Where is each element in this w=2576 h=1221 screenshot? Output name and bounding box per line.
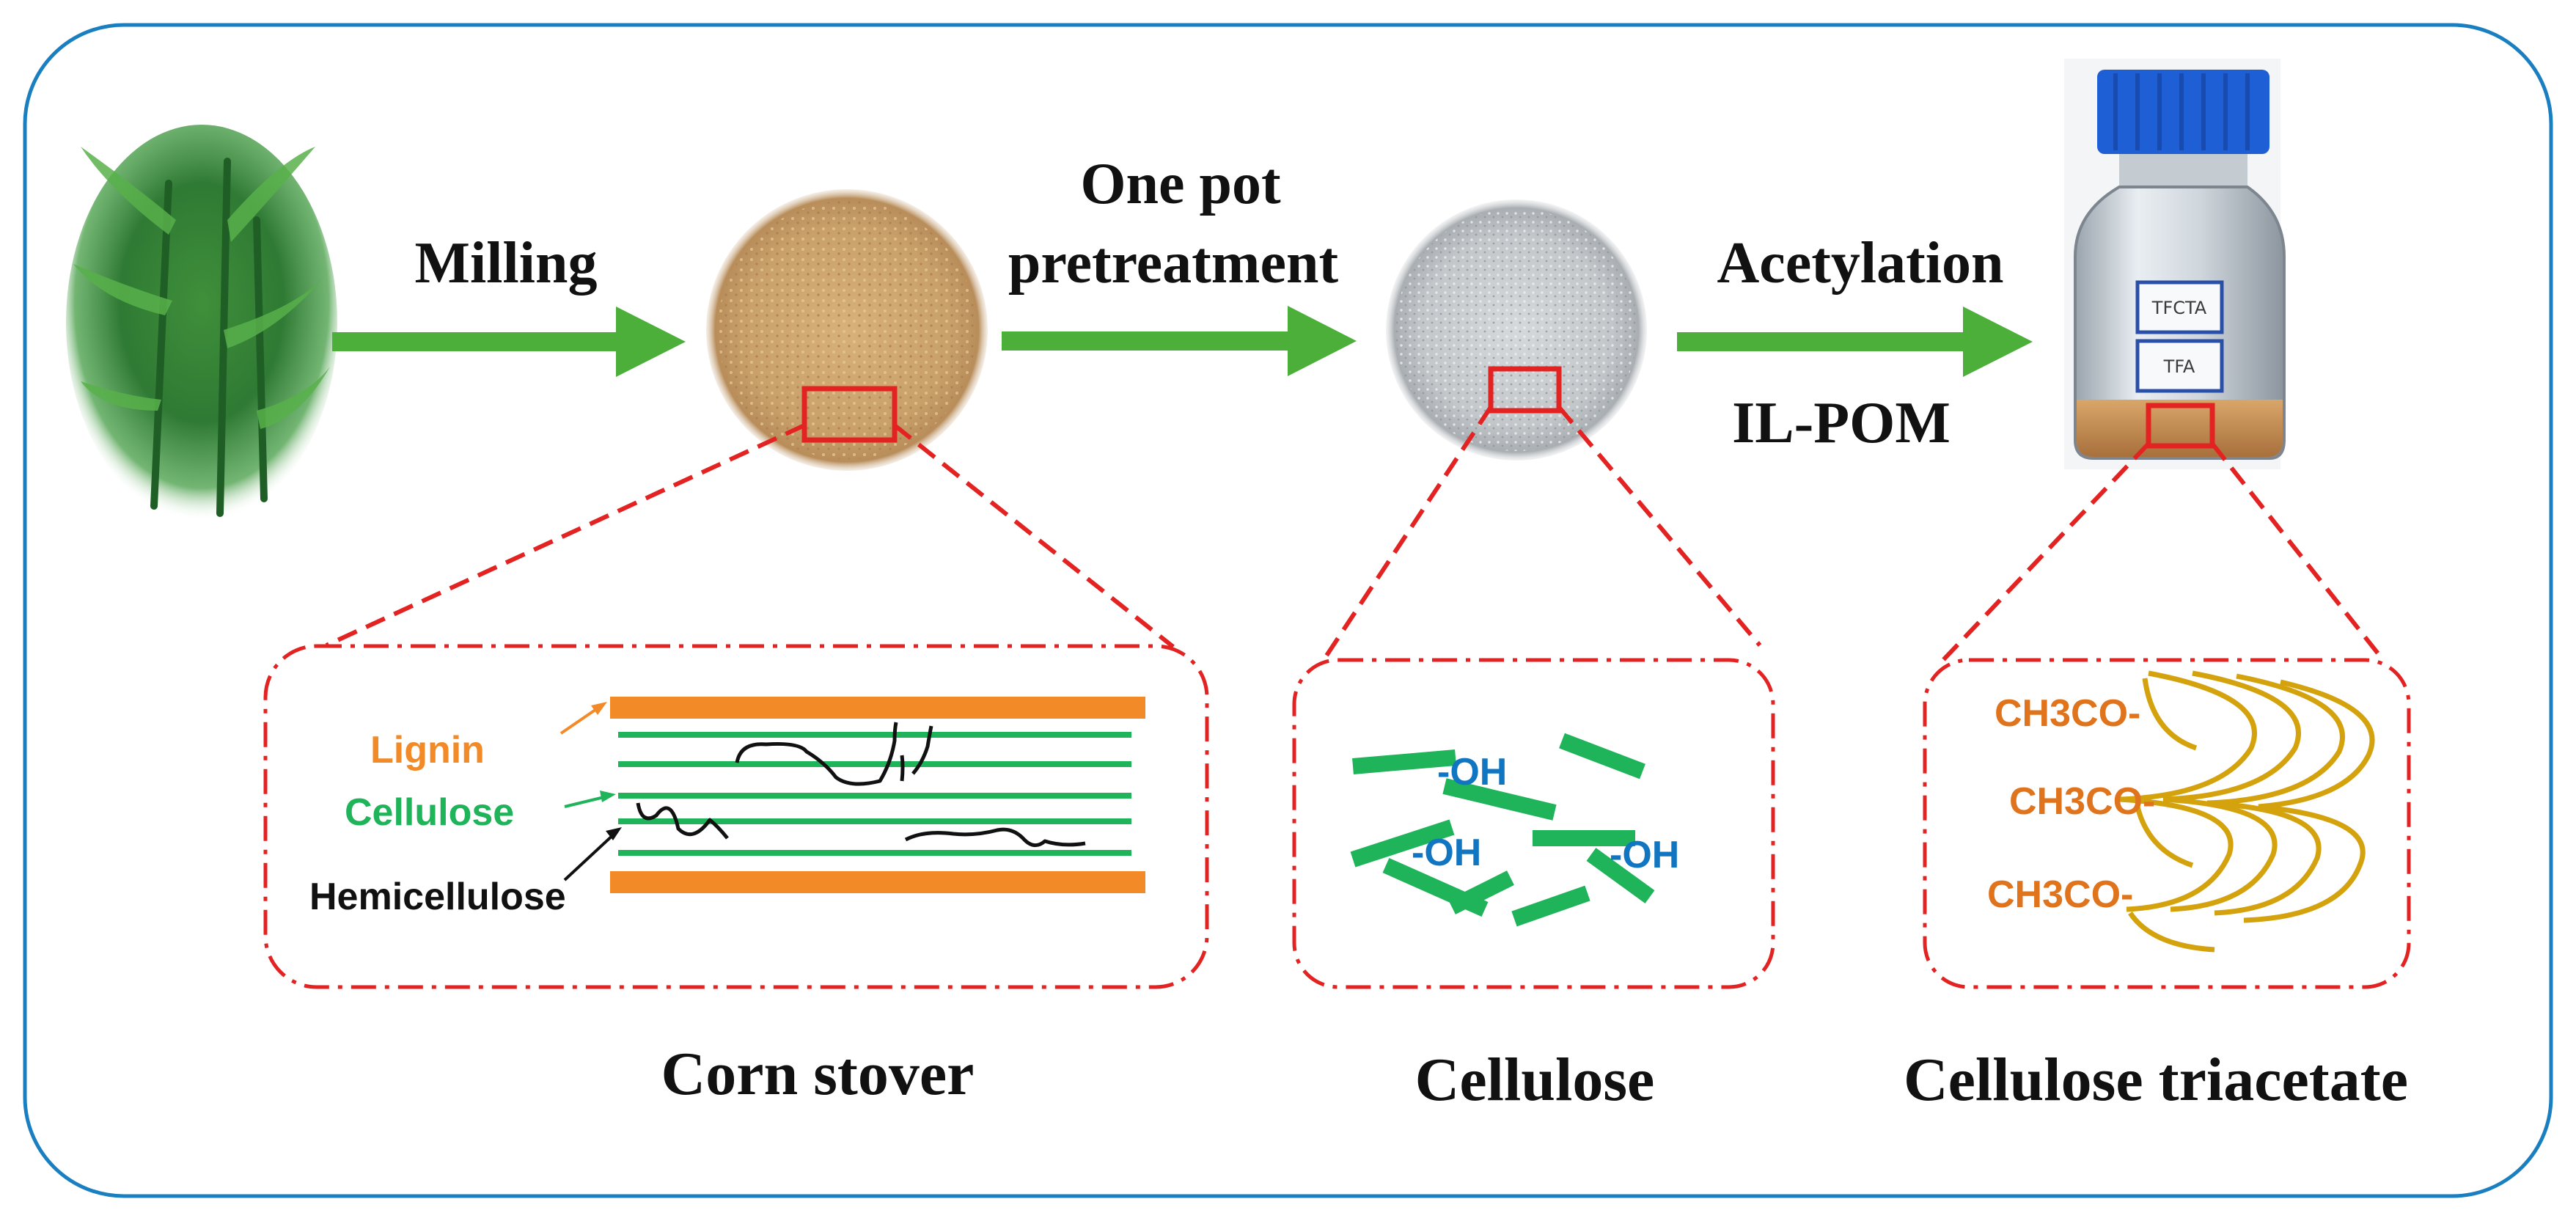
- cellulose-triacetate-caption: Cellulose triacetate: [1904, 1046, 2408, 1114]
- catalyst-label: IL-POM: [1732, 391, 1951, 455]
- corn-stover-powder-image: [706, 189, 988, 471]
- lignin-label: Lignin: [370, 729, 485, 771]
- cellulose-label: Cellulose: [345, 791, 514, 834]
- hydroxyl-label-3: -OH: [1610, 834, 1679, 876]
- pretreatment-label-line2: pretreatment: [1008, 231, 1339, 296]
- acetyl-label-3: CH3CO-: [1987, 873, 2133, 916]
- cellulose-caption: Cellulose: [1415, 1046, 1655, 1114]
- cta-chains: [2119, 673, 2372, 950]
- hemicellulose-chains: [638, 722, 1085, 846]
- pretreatment-arrow: [1002, 306, 1357, 376]
- milling-arrow: [332, 307, 686, 377]
- corn-stover-pointers: [561, 702, 607, 733]
- acetyl-label-2: CH3CO-: [2009, 780, 2155, 823]
- hydroxyl-label-2: -OH: [1412, 832, 1481, 874]
- corn-plant-image: [66, 125, 337, 521]
- pretreatment-label-line1: One pot: [1080, 152, 1281, 216]
- hydroxyl-label-1: -OH: [1437, 751, 1507, 793]
- acetyl-label-1: CH3CO-: [1995, 692, 2140, 735]
- bottle-label-top: TFCTA: [2151, 298, 2207, 318]
- hemicellulose-label: Hemicellulose: [309, 876, 566, 918]
- milling-label: Milling: [415, 231, 598, 296]
- cellulose-powder-image: [1386, 199, 1647, 461]
- acetylation-arrow: [1677, 307, 2033, 377]
- acetylation-label: Acetylation: [1717, 231, 2003, 296]
- cellulose-detail-panel: [1294, 660, 1773, 987]
- corn-stover-caption: Corn stover: [661, 1040, 975, 1108]
- bottle-label-bottom: TFA: [2163, 356, 2195, 377]
